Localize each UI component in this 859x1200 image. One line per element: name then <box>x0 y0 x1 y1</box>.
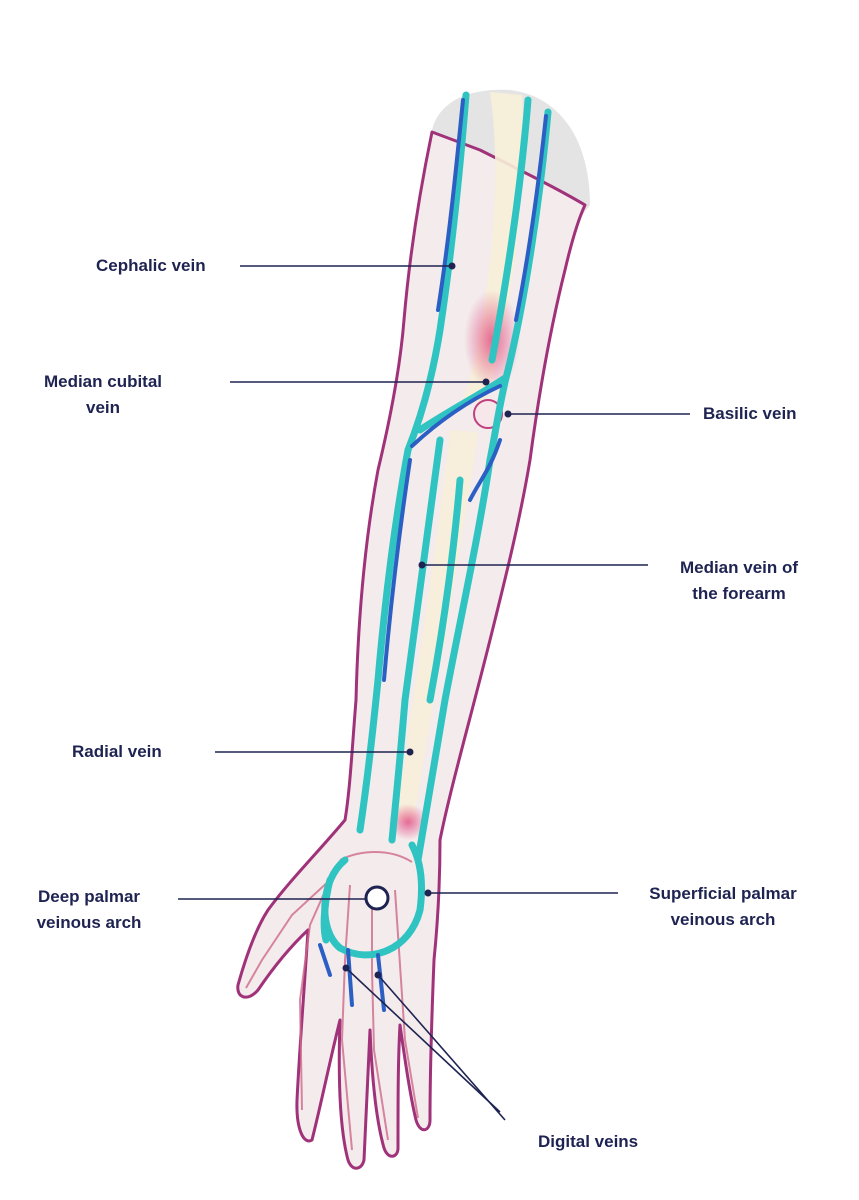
label-superficial-palmar-arch: Superficial palmar veinous arch <box>627 881 819 933</box>
label-median-vein-line1: Median vein of <box>679 558 799 577</box>
label-deep-palmar-line1: Deep palmar <box>37 887 141 906</box>
veins-blue <box>318 98 548 1012</box>
label-digital-veins: Digital veins <box>538 1132 639 1151</box>
leader-lines <box>178 265 690 1121</box>
label-radial-vein: Radial vein <box>72 742 162 761</box>
digital-leader-2 <box>377 974 506 1121</box>
leader-dots <box>342 262 512 979</box>
digital-leader-1 <box>345 967 501 1113</box>
label-median-cubital-line1: Median cubital <box>43 372 163 391</box>
humerus-bone <box>462 92 524 406</box>
veins-teal <box>320 91 552 959</box>
label-deep-palmar-arch: Deep palmar veinous arch <box>20 884 158 936</box>
label-superficial-palmar-line1: Superficial palmar <box>649 884 797 903</box>
label-median-cubital-vein: Median cubital vein <box>30 369 176 421</box>
label-cephalic-vein: Cephalic vein <box>96 256 206 275</box>
label-deep-palmar-line2: veinous arch <box>36 913 142 932</box>
label-superficial-palmar-line2: veinous arch <box>670 910 776 929</box>
label-basilic-vein: Basilic vein <box>703 404 797 423</box>
deep-palmar-arch-marker <box>364 885 390 911</box>
label-median-vein-forearm: Median vein of the forearm <box>655 555 823 607</box>
label-median-cubital-line2: vein <box>85 398 121 417</box>
label-median-vein-line2: the forearm <box>692 584 786 603</box>
